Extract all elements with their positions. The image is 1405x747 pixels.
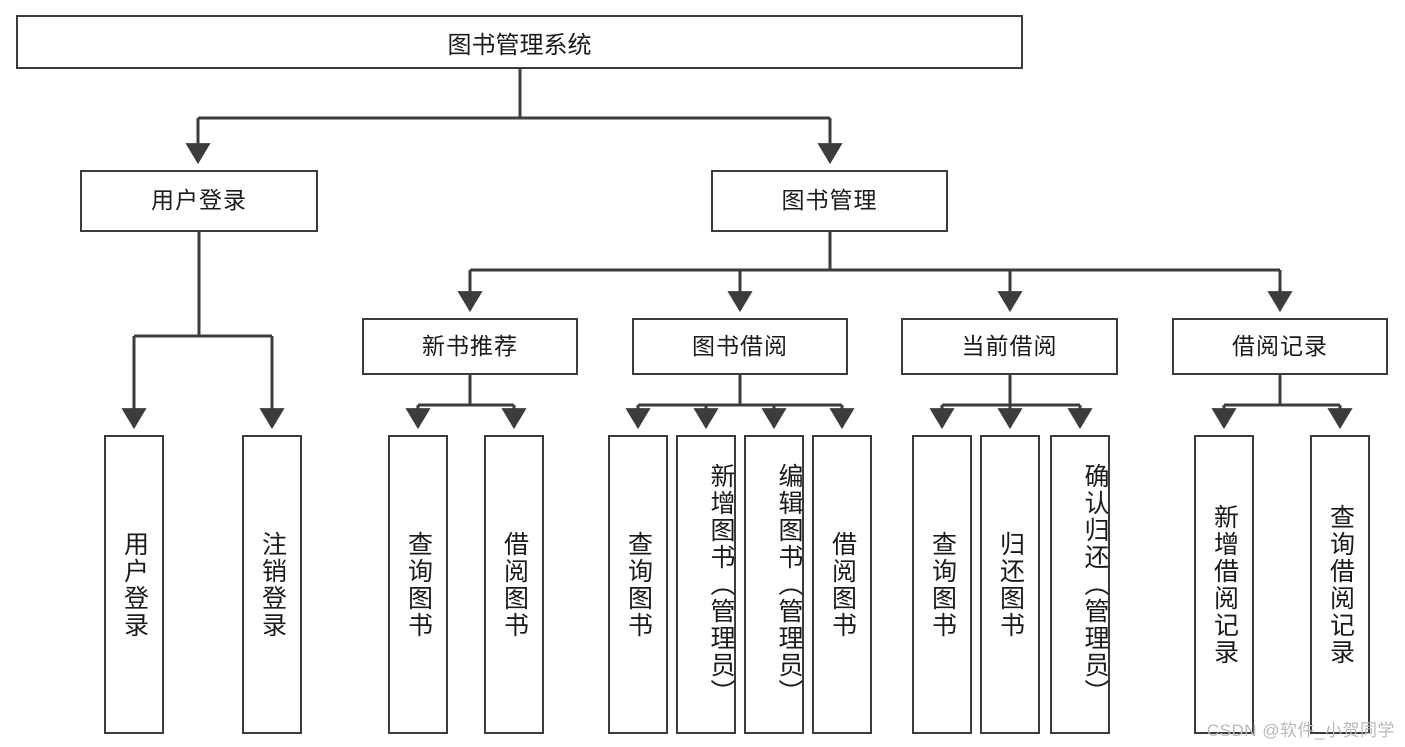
node-leaf-return-book[interactable]: 归还图书 [980,435,1040,734]
node-book-manage[interactable]: 图书管理 [711,170,948,232]
node-label: 查询借阅记录 [1326,503,1355,666]
node-label: 查询图书 [928,530,957,639]
node-leaf-borrow-book-2[interactable]: 借阅图书 [812,435,872,734]
node-label: 注销登录 [258,530,287,639]
node-new-book-recommend[interactable]: 新书推荐 [362,318,578,375]
node-leaf-query-borrow-record[interactable]: 查询借阅记录 [1310,435,1370,734]
node-borrow-record[interactable]: 借阅记录 [1172,318,1388,375]
node-current-borrow[interactable]: 当前借阅 [901,318,1118,375]
node-label: 图书管理系统 [447,31,592,59]
node-label: 查询图书 [404,530,433,639]
node-leaf-confirm-return[interactable]: 确认归还（管理员） [1050,435,1110,734]
node-leaf-query-book-3[interactable]: 查询图书 [912,435,972,734]
node-label: 查询图书 [624,530,653,639]
node-label: 新增图书（管理员） [707,463,735,706]
node-label: 图书管理 [781,187,878,214]
node-leaf-user-login[interactable]: 用户登录 [104,435,164,734]
node-label: 用户登录 [120,530,149,639]
node-leaf-add-borrow-record[interactable]: 新增借阅记录 [1194,435,1254,734]
node-leaf-borrow-book-1[interactable]: 借阅图书 [484,435,544,734]
node-label: 借阅图书 [500,530,529,639]
node-label: 用户登录 [151,187,247,214]
node-leaf-query-book-1[interactable]: 查询图书 [388,435,448,734]
node-label: 借阅记录 [1232,332,1328,359]
node-label: 图书借阅 [692,332,788,359]
node-label: 当前借阅 [961,332,1058,359]
node-root-system[interactable]: 图书管理系统 [16,15,1023,69]
node-label: 新增借阅记录 [1210,503,1239,666]
watermark-text: CSDN @软件_小贺同学 [1206,721,1395,740]
node-leaf-query-book-2[interactable]: 查询图书 [608,435,668,734]
node-label: 确认归还（管理员） [1081,463,1109,706]
node-label: 归还图书 [996,530,1025,639]
node-label: 编辑图书（管理员） [775,463,803,706]
node-leaf-add-book[interactable]: 新增图书（管理员） [676,435,736,734]
node-leaf-logout-login[interactable]: 注销登录 [242,435,302,734]
node-label: 借阅图书 [828,530,857,639]
node-leaf-edit-book[interactable]: 编辑图书（管理员） [744,435,804,734]
node-label: 新书推荐 [422,332,518,359]
node-user-login[interactable]: 用户登录 [80,170,318,232]
node-book-borrow[interactable]: 图书借阅 [632,318,848,375]
